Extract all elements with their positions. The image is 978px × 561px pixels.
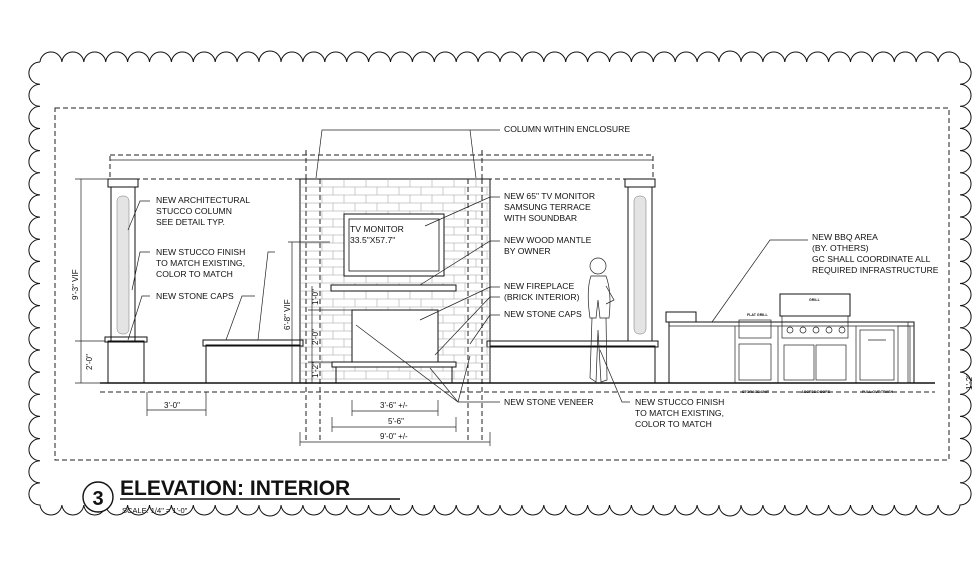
note-bbq-2: (BY. OTHERS) <box>812 243 869 253</box>
note-arch-column-3: SEE DETAIL TYP. <box>156 217 225 227</box>
note-tv-3: WITH SOUNDBAR <box>504 213 577 223</box>
drawing-boundary <box>54 107 950 461</box>
dim-fireplace-height: 6'-8" VIF <box>283 299 292 330</box>
person-figure <box>587 257 615 383</box>
grill-knob <box>799 326 807 334</box>
note-tv-1: NEW 65" TV MONITOR <box>504 191 595 201</box>
grill-knob <box>786 326 794 334</box>
tv-box-label-1: TV MONITOR <box>350 224 404 234</box>
fireplace-opening <box>351 309 439 363</box>
note-stucco-right-1: NEW STUCCO FINISH <box>635 397 724 407</box>
note-stone-caps-left: NEW STONE CAPS <box>156 291 234 301</box>
note-stucco-left-3: COLOR TO MATCH <box>156 269 233 279</box>
dim-bench-width: 3'-0" <box>164 401 180 410</box>
low-wall-right <box>486 340 659 384</box>
grill-label: GRILL <box>809 298 821 302</box>
dim-overall-height: 9'-3" VIF <box>71 269 80 300</box>
right-column <box>624 178 656 342</box>
drawing-number: 3 <box>92 488 103 510</box>
note-arch-column-1: NEW ARCHITECTURAL <box>156 195 250 205</box>
wood-mantle <box>330 284 457 292</box>
note-stucco-left-2: TO MATCH EXISTING, <box>156 258 245 268</box>
note-mantle-1: NEW WOOD MANTLE <box>504 235 592 245</box>
note-stone-caps-right: NEW STONE CAPS <box>504 309 582 319</box>
revision-cloud <box>28 50 972 517</box>
drawing-scale: SCALE: 1/4" = 1'-0" <box>122 506 188 515</box>
flat-grill-label: FLAT GRILL <box>747 313 768 317</box>
pull-out-trash-label: PULL OUT TRASH <box>862 390 894 394</box>
note-stucco-right-2: TO MATCH EXISTING, <box>635 408 724 418</box>
grill-knob <box>825 326 833 334</box>
grill-knob <box>838 326 846 334</box>
dimensions: 9'-3" VIF 2'-0" 3'-0" 6'-8" VIF 1'-0" 2'… <box>71 178 909 446</box>
dim-fireplace-width: 9'-0" +/- <box>380 432 408 441</box>
pergola-beam <box>109 154 654 180</box>
note-stucco-right-3: COLOR TO MATCH <box>635 419 712 429</box>
note-stone-veneer: NEW STONE VENEER <box>504 397 594 407</box>
grill-knob <box>812 326 820 334</box>
fireplace-chimney <box>299 150 491 440</box>
note-stucco-left-1: NEW STUCCO FINISH <box>156 247 245 257</box>
title-block: 3 ELEVATION: INTERIOR SCALE: 1/4" = 1'-0… <box>82 477 400 515</box>
notes: COLUMN WITHIN ENCLOSURE NEW ARCHITECTURA… <box>156 124 939 429</box>
dim-seg-c: 1'-2" <box>311 362 320 378</box>
edge-dimension-mark: 1'-2" <box>965 374 974 390</box>
note-tv-2: SAMSUNG TERRACE <box>504 202 591 212</box>
leader-lines <box>127 129 808 403</box>
low-wall-left <box>104 336 148 384</box>
note-bbq-1: NEW BBQ AREA <box>812 232 878 242</box>
note-mantle-2: BY OWNER <box>504 246 551 256</box>
note-bbq-4: REQUIRED INFRASTRUCTURE <box>812 265 939 275</box>
bbq-area: FLAT GRILL GRILL STORAGE UNIT ACCESS DOO… <box>665 293 915 394</box>
dim-opening-width: 3'-6" +/- <box>380 401 408 410</box>
bench-left <box>202 339 304 384</box>
dim-seg-b: 2'-0" <box>311 329 320 345</box>
drawing-title: ELEVATION: INTERIOR <box>120 477 350 500</box>
tv-monitor: TV MONITOR 33.5"X57.7" <box>343 213 445 277</box>
dim-seg-a: 1'-0" <box>311 289 320 305</box>
access-doors-label: ACCESS DOORS <box>801 390 831 394</box>
note-column-enclosure: COLUMN WITHIN ENCLOSURE <box>504 124 630 134</box>
note-arch-column-2: STUCCO COLUMN <box>156 206 232 216</box>
note-bbq-3: GC SHALL COORDINATE ALL <box>812 254 931 264</box>
dim-hearth-width: 5'-6" <box>388 417 404 426</box>
storage-unit-label: STORAGE UNIT <box>742 390 770 394</box>
dim-wall-height: 2'-0" <box>85 354 94 370</box>
note-fireplace-1: NEW FIREPLACE <box>504 281 574 291</box>
left-column <box>107 178 139 342</box>
hearth <box>331 361 457 383</box>
tv-box-label-2: 33.5"X57.7" <box>350 235 395 245</box>
note-fireplace-2: (BRICK INTERIOR) <box>504 292 580 302</box>
